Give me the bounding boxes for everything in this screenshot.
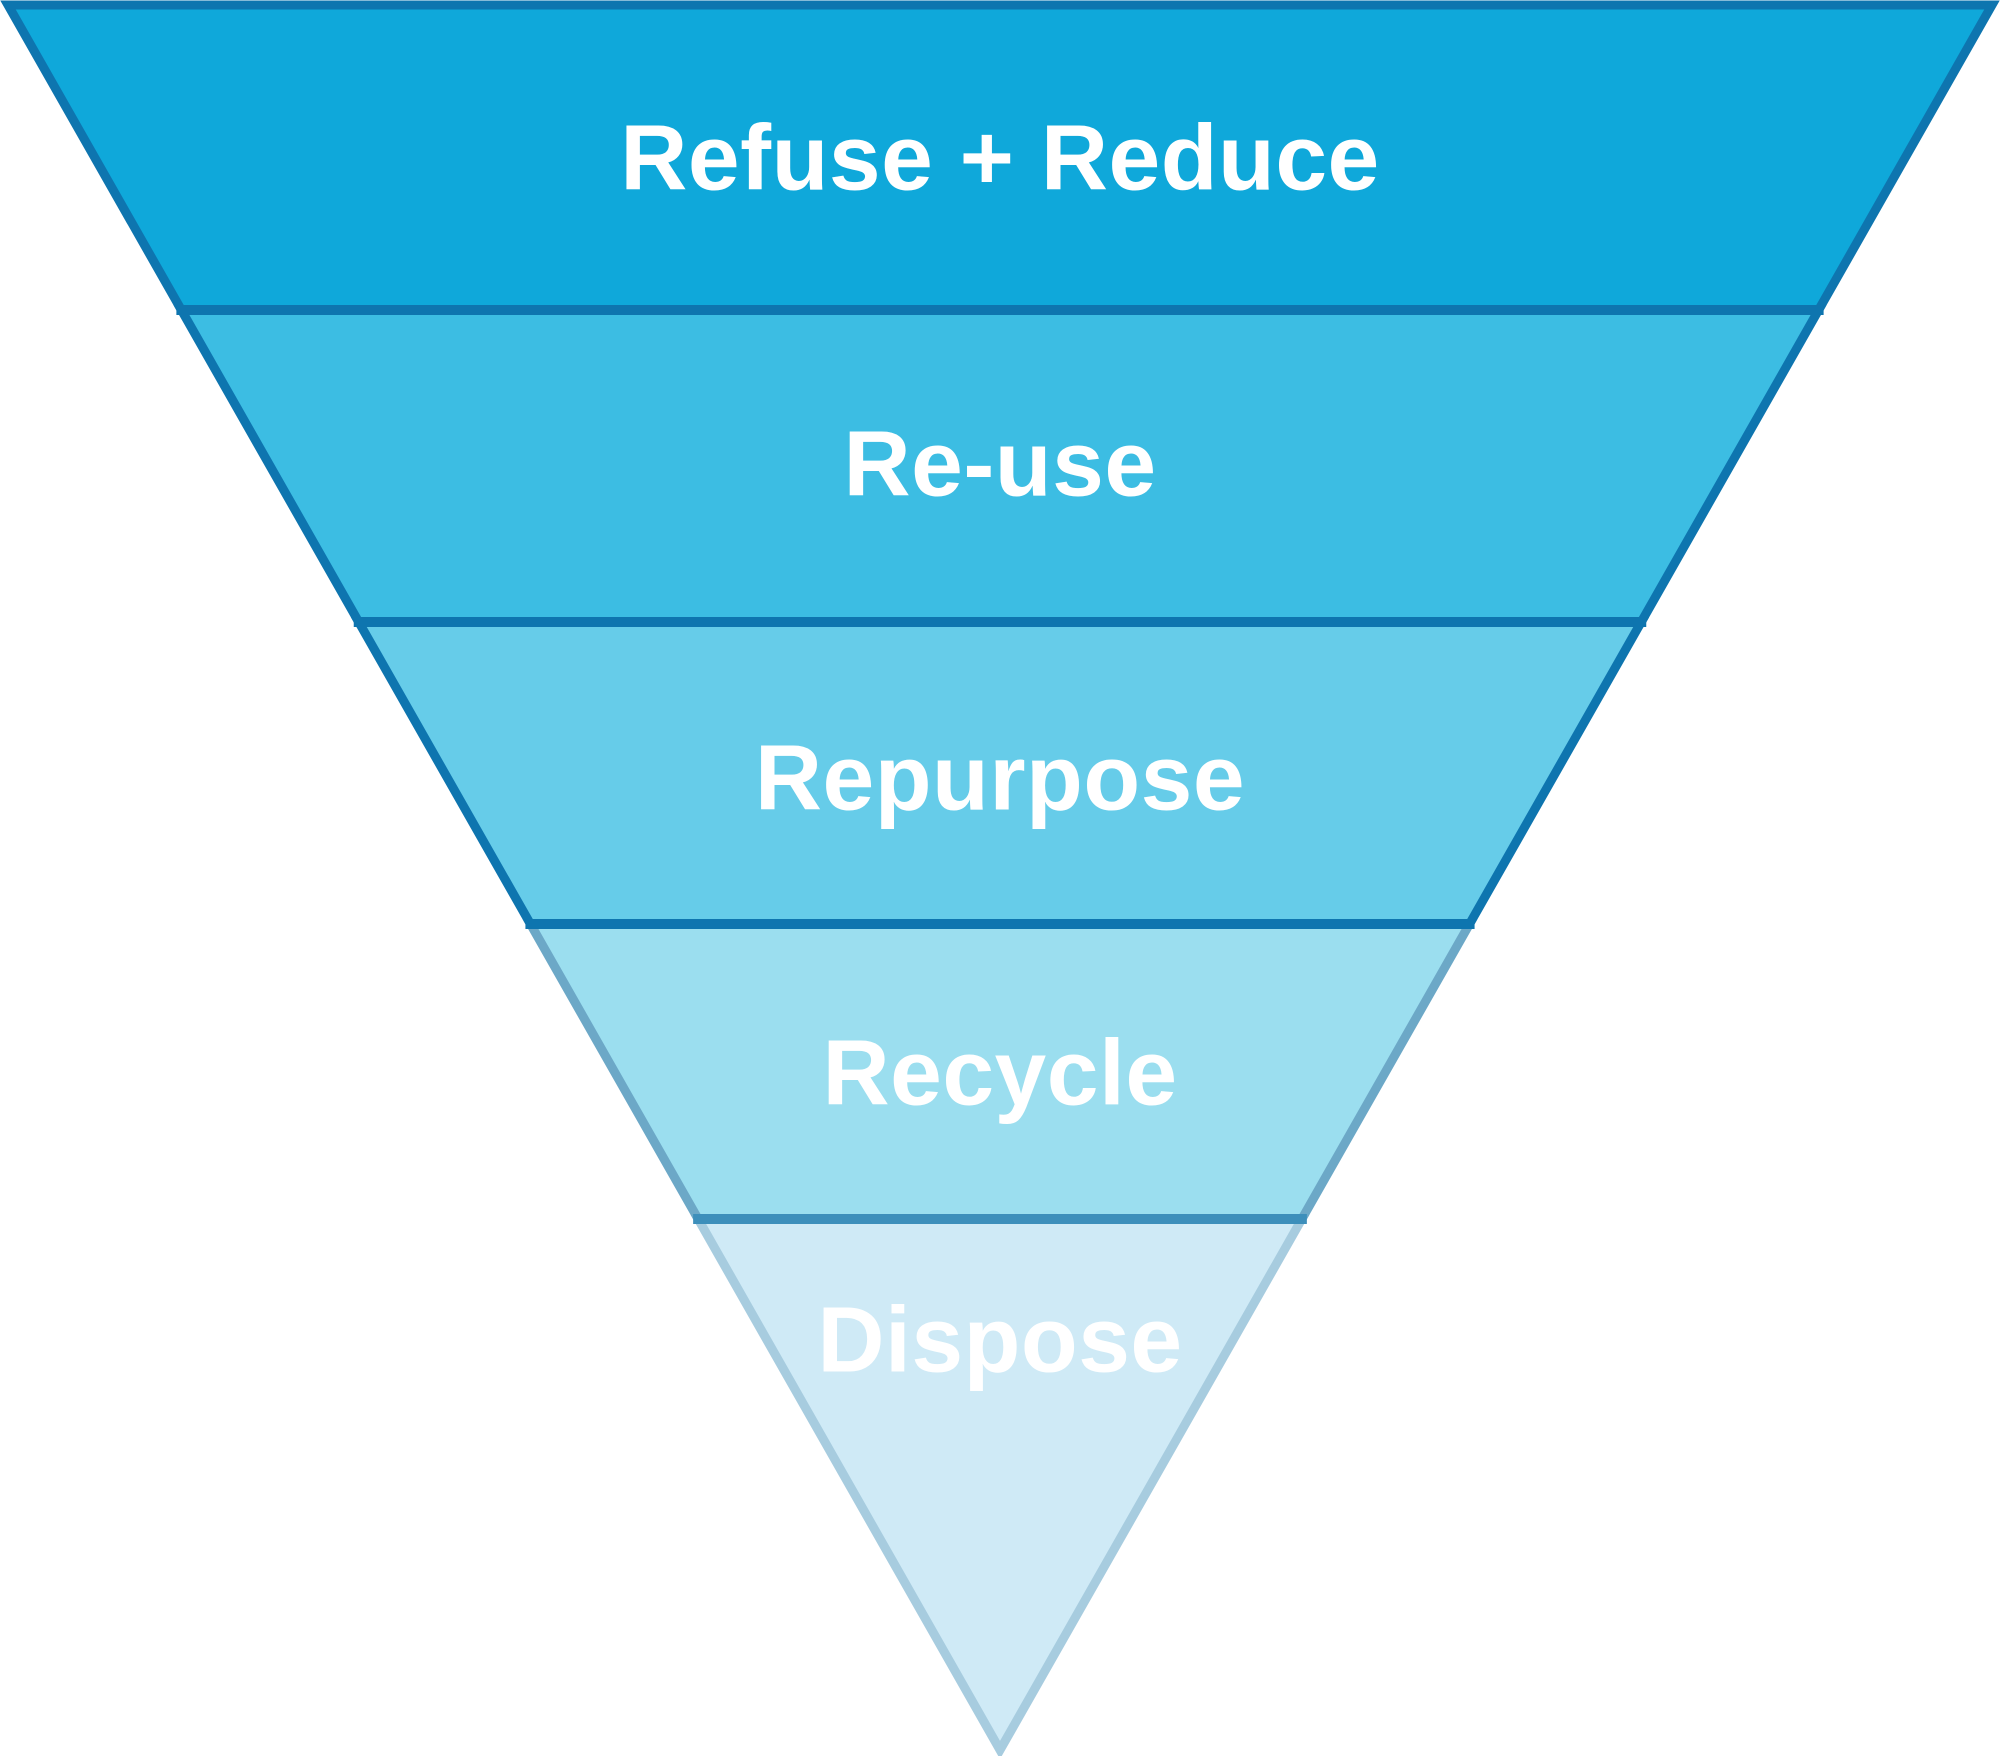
- funnel-level-3: [522, 919, 1478, 1224]
- funnel-level-4: [690, 1214, 1310, 1756]
- funnel-level-2: [351, 617, 1649, 929]
- funnel-level-1: [173, 305, 1827, 627]
- funnel-level-0: [0, 0, 2000, 315]
